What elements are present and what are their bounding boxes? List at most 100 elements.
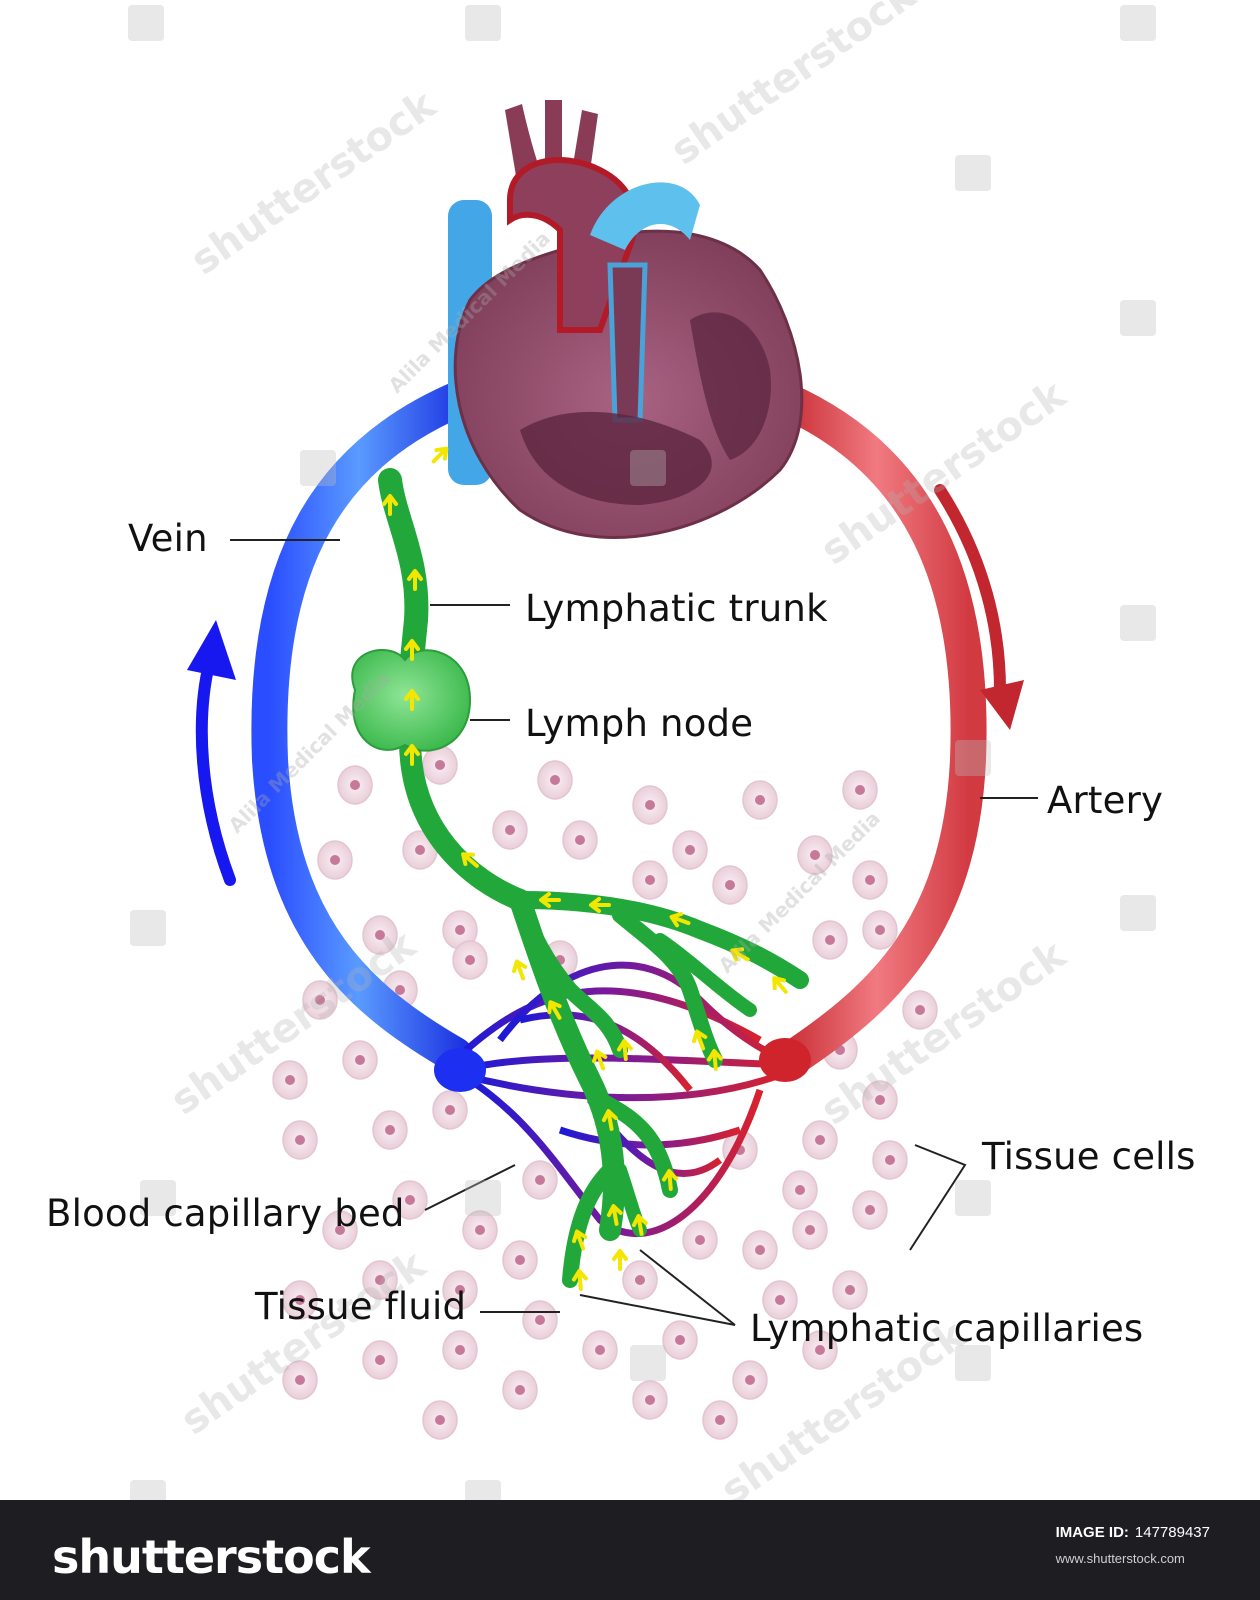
- tissue-cell: [422, 1400, 458, 1440]
- tissue-cell: [282, 1360, 318, 1400]
- footer-bar: shutterstock IMAGE ID:147789437 www.shut…: [0, 1500, 1260, 1600]
- flow-arrow: [669, 912, 691, 928]
- tissue-cell: [422, 745, 458, 785]
- image-id-block: IMAGE ID:147789437 www.shutterstock.com: [1056, 1524, 1210, 1566]
- tissue-cell: [442, 1270, 478, 1310]
- tissue-cell: [762, 1280, 798, 1320]
- tissue-cell: [272, 1060, 308, 1100]
- tissue-cell: [362, 1260, 398, 1300]
- tissue-cell: [812, 920, 848, 960]
- flow-arrow: [592, 1049, 608, 1071]
- image-id-value: 147789437: [1134, 1524, 1210, 1541]
- tissue-cell: [362, 1340, 398, 1380]
- label-tissue-fluid: Tissue fluid: [255, 1285, 467, 1328]
- tissue-cell: [322, 1210, 358, 1250]
- tissue-cell: [362, 915, 398, 955]
- tissue-cell: [342, 1040, 378, 1080]
- tissue-cell: [442, 1330, 478, 1370]
- tissue-cell: [832, 1270, 868, 1310]
- tissue-cell: [502, 1370, 538, 1410]
- lymphatic-vessels: [378, 468, 809, 1288]
- tissue-cell: [662, 1320, 698, 1360]
- tissue-cell: [862, 910, 898, 950]
- label-lymphatic-capillaries: Lymphatic capillaries: [750, 1307, 1144, 1350]
- label-tissue-cells: Tissue cells: [982, 1135, 1196, 1178]
- flow-arrow: [772, 976, 788, 994]
- tissue-cell: [452, 940, 488, 980]
- tissue-cell: [302, 980, 338, 1020]
- flow-arrow: [382, 494, 398, 516]
- tissue-cell: [797, 835, 833, 875]
- watermark-logo: [955, 155, 991, 191]
- flow-arrow: [404, 639, 420, 661]
- flow-arrow: [571, 1269, 588, 1291]
- flow-arrow: [730, 947, 750, 962]
- flow-arrow: [539, 892, 561, 908]
- tissue-cell: [802, 1120, 838, 1160]
- watermark-logo: [1120, 5, 1156, 41]
- tissue-cell: [492, 810, 528, 850]
- tissue-cell: [462, 1210, 498, 1250]
- vein: [251, 377, 486, 1073]
- tissue-cell: [712, 865, 748, 905]
- lymph-flow-arrows: [382, 446, 788, 1291]
- flow-arrow: [547, 1000, 562, 1020]
- watermark-logo: [955, 740, 991, 776]
- flow-arrow: [589, 897, 611, 913]
- flow-arrow: [407, 569, 423, 591]
- tissue-cell: [317, 840, 353, 880]
- flow-arrow: [404, 744, 420, 766]
- tissue-cell: [852, 1190, 888, 1230]
- flow-arrow: [692, 1029, 708, 1051]
- watermark-logo: [300, 450, 336, 486]
- tissue-cell: [522, 1160, 558, 1200]
- leader-lines: [230, 539, 1038, 1326]
- tissue-cell: [782, 1170, 818, 1210]
- label-vein: Vein: [128, 517, 208, 560]
- heart: [448, 100, 804, 539]
- tissue-cell: [582, 1330, 618, 1370]
- footer-brand-logo: shutterstock: [52, 1530, 371, 1584]
- tissue-cell: [442, 910, 478, 950]
- tissue-cell: [632, 785, 668, 825]
- flow-arrow: [512, 959, 528, 981]
- flow-arrow: [616, 1039, 633, 1061]
- flow-arrow: [461, 852, 479, 868]
- tissue-cell: [432, 1090, 468, 1130]
- tissue-cell: [522, 1300, 558, 1340]
- tissue-cell: [632, 860, 668, 900]
- tissue-cell: [282, 1280, 318, 1320]
- watermark-logo: [465, 1180, 501, 1216]
- tissue-cell: [702, 1400, 738, 1440]
- tissue-cell: [622, 1260, 658, 1300]
- tissue-cell: [862, 1080, 898, 1120]
- watermark-logo: [1120, 895, 1156, 931]
- label-lymphatic-trunk: Lymphatic trunk: [525, 587, 828, 630]
- tissue-cell: [562, 820, 598, 860]
- tissue-cell: [872, 1140, 908, 1180]
- tissue-cell: [372, 1110, 408, 1150]
- tissue-cell: [672, 830, 708, 870]
- tissue-cell: [337, 765, 373, 805]
- tissue-cell: [537, 760, 573, 800]
- watermark-logo: [128, 5, 164, 41]
- tissue-cell: [682, 1220, 718, 1260]
- watermark-logo: [130, 1480, 166, 1500]
- flow-arrow: [661, 1169, 678, 1191]
- tissue-cell: [792, 1210, 828, 1250]
- watermark-logo: [130, 910, 166, 946]
- venule-junction: [434, 1048, 486, 1092]
- tissue-cell: [842, 770, 878, 810]
- watermark-logo: [955, 1345, 991, 1381]
- watermark-logo: [630, 450, 666, 486]
- lymphatic-circulation-diagram: [128, 5, 1156, 1500]
- watermark-logo: [955, 1180, 991, 1216]
- flow-arrow: [606, 1204, 623, 1226]
- image-id-label: IMAGE ID:: [1055, 1524, 1129, 1541]
- flow-arrow: [612, 1249, 628, 1271]
- tissue-cell: [852, 860, 888, 900]
- watermark-logo: [1120, 300, 1156, 336]
- watermark-logo: [140, 1180, 176, 1216]
- artery-flow-arrow: [934, 484, 1024, 730]
- flow-arrow: [431, 446, 449, 464]
